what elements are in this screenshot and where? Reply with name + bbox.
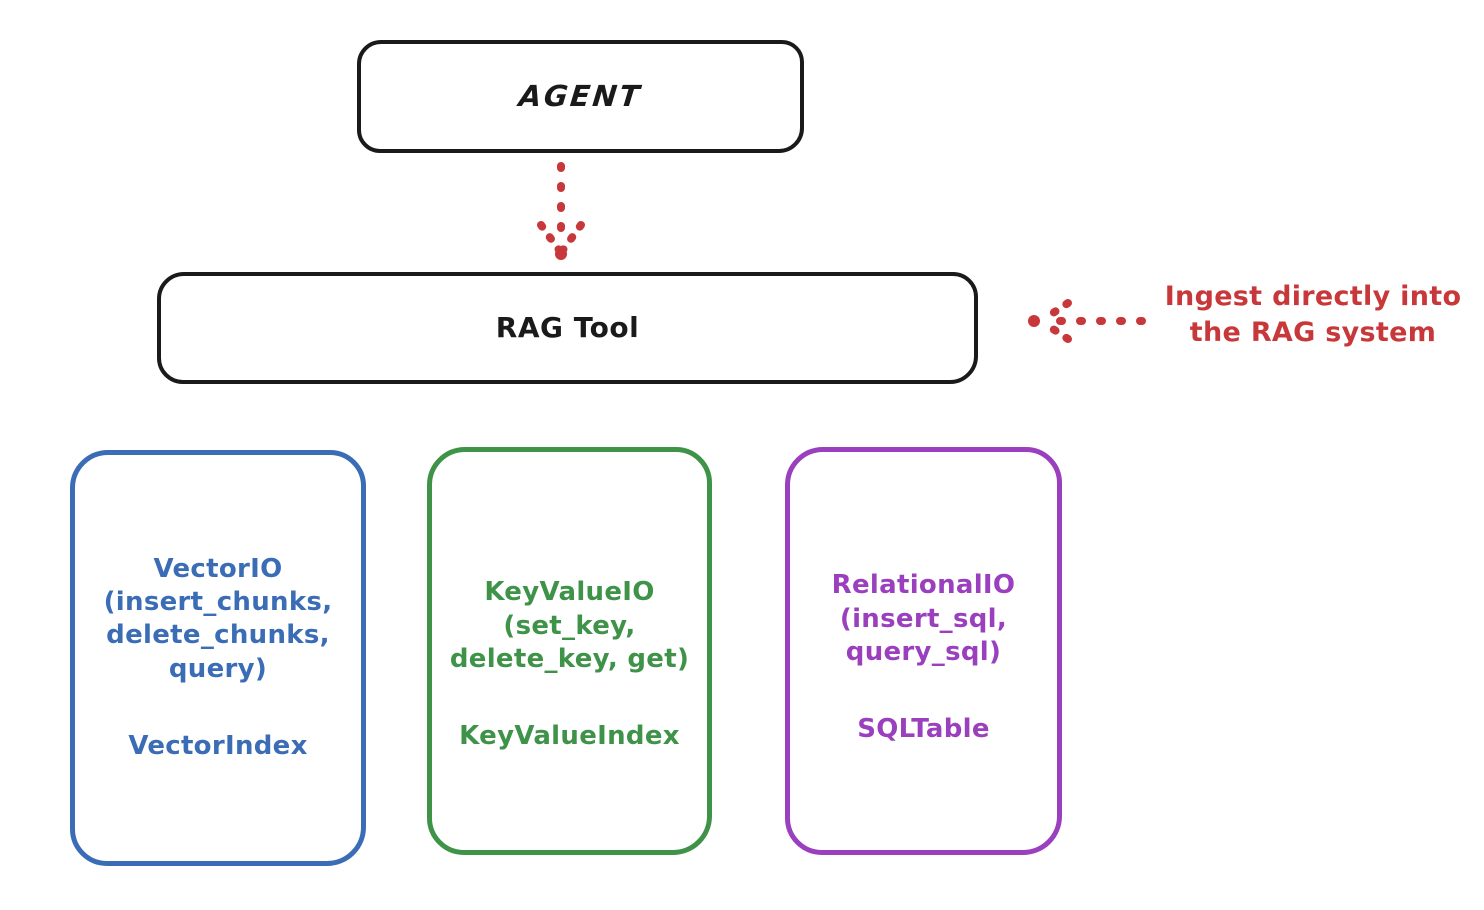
vector-io-box[interactable]: VectorIO (insert_chunks, delete_chunks, … bbox=[70, 450, 366, 866]
key-value-index-label: KeyValueIndex bbox=[459, 721, 680, 752]
vector-index-label: VectorIndex bbox=[128, 730, 308, 761]
key-value-io-box[interactable]: KeyValueIO (set_key, delete_key, get) Ke… bbox=[427, 447, 712, 855]
key-value-io-title: KeyValueIO (set_key, delete_key, get) bbox=[449, 577, 690, 674]
agent-to-rag-tool-connector bbox=[537, 162, 585, 260]
ingest-to-rag-tool-connector bbox=[1028, 299, 1146, 343]
agent-label: AGENT bbox=[517, 78, 644, 113]
rag-tool-box[interactable]: RAG Tool bbox=[157, 272, 978, 384]
agent-box[interactable]: AGENT bbox=[357, 40, 804, 153]
relational-io-title: RelationalIO (insert_sql, query_sql) bbox=[831, 570, 1016, 667]
relational-io-box[interactable]: RelationalIO (insert_sql, query_sql) SQL… bbox=[785, 447, 1062, 855]
rag-tool-label: RAG Tool bbox=[495, 311, 640, 345]
vector-io-title: VectorIO (insert_chunks, delete_chunks, … bbox=[103, 553, 333, 684]
sql-table-label: SQLTable bbox=[857, 714, 990, 745]
ingest-annotation-text: Ingest directly into the RAG system bbox=[1164, 281, 1462, 349]
